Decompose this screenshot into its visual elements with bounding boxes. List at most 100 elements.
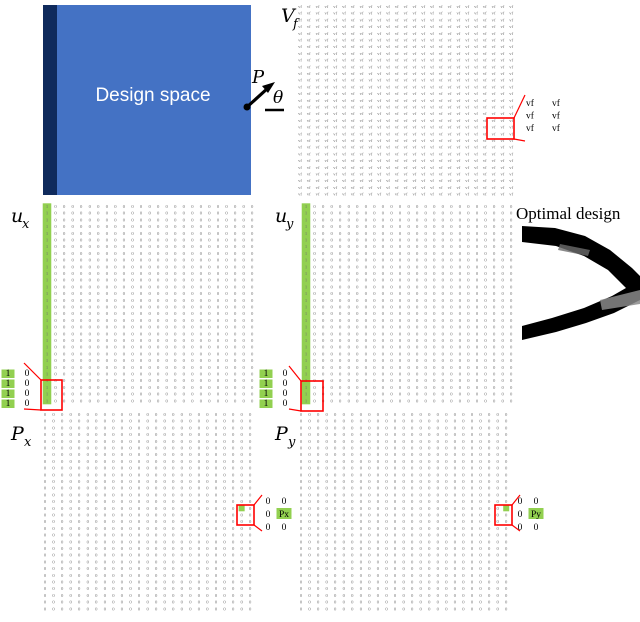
vf-grid-cell: vf	[430, 192, 434, 197]
vf-grid-cell: vf	[342, 51, 346, 56]
uy-grid-cell: 0	[348, 372, 351, 377]
py-grid-cell: 0	[308, 506, 311, 511]
px-grid-cell: 0	[44, 439, 47, 444]
ux-grid-cell: 0	[225, 204, 228, 209]
uy-grid-cell: 0	[502, 325, 505, 330]
px-grid-cell: 0	[155, 513, 158, 518]
px-grid-cell: 0	[172, 412, 175, 417]
py-grid-cell: 0	[479, 533, 482, 538]
optimal-gray-fringe-2	[558, 244, 590, 256]
py-grid-cell: 0	[394, 553, 397, 558]
vf-grid-cell: vf	[307, 11, 311, 16]
px-grid-cell: 0	[198, 452, 201, 457]
py-grid-cell: 0	[394, 419, 397, 424]
ux-grid-cell: 0	[183, 211, 186, 216]
ux-grid-cell: 1	[46, 392, 49, 397]
uy-grid-cell: 0	[390, 372, 393, 377]
px-grid-cell: 0	[146, 593, 149, 598]
uy-grid-cell: 0	[442, 318, 445, 323]
ux-grid-cell: 0	[251, 372, 254, 377]
py-grid-cell: 0	[317, 586, 320, 591]
uy-grid-cell: 0	[459, 251, 462, 256]
uy-grid-cell: 0	[356, 238, 359, 243]
vf-grid-cell: vf	[351, 111, 355, 116]
py-grid-cell: 0	[445, 539, 448, 544]
py-grid-cell: 0	[351, 419, 354, 424]
uy-grid-cell: 0	[313, 398, 316, 403]
ux-grid-cell: 0	[251, 251, 254, 256]
uy-grid-cell: 1	[305, 318, 308, 323]
py-grid-cell: 0	[326, 506, 329, 511]
px-grid-cell: 0	[129, 425, 132, 430]
py-grid-cell: 0	[385, 466, 388, 471]
uy-grid-cell: 0	[425, 238, 428, 243]
vf-grid-cell: vf	[307, 178, 311, 183]
py-grid-cell: 0	[462, 606, 465, 611]
ux-grid-cell: 0	[166, 231, 169, 236]
vf-grid-cell: vf	[483, 58, 487, 63]
vf-grid-cell: vf	[395, 125, 399, 130]
uy-grid-cell: 0	[390, 398, 393, 403]
py-grid-cell: 0	[351, 425, 354, 430]
ux-grid-cell: 0	[225, 278, 228, 283]
px-grid-cell: 0	[70, 479, 73, 484]
px-grid-cell: 0	[189, 466, 192, 471]
ux-grid-cell: 1	[46, 251, 49, 256]
uy-grid-cell: 0	[450, 331, 453, 336]
vf-grid-cell: vf	[430, 58, 434, 63]
px-grid-cell: 0	[129, 586, 132, 591]
px-grid-cell: 0	[155, 600, 158, 605]
vf-grid-cell: vf	[404, 98, 408, 103]
vf-grid-cell: vf	[351, 178, 355, 183]
vf-grid-cell: vf	[333, 38, 337, 43]
px-grid-cell: 0	[138, 580, 141, 585]
vf-grid-cell: vf	[342, 165, 346, 170]
vf-grid-cell: vf	[386, 71, 390, 76]
py-grid-cell: 0	[402, 432, 405, 437]
vf-grid-cell: vf	[456, 125, 460, 130]
uy-grid-cell: 0	[365, 392, 368, 397]
px-grid-cell: 0	[61, 499, 64, 504]
px-grid-cell: 0	[164, 419, 167, 424]
vf-grid-cell: vf	[360, 31, 364, 36]
ux-grid-cell: 0	[200, 284, 203, 289]
ux-grid-cell: 0	[208, 365, 211, 370]
ux-grid-cell: 0	[72, 318, 75, 323]
uy-grid-cell: 0	[322, 331, 325, 336]
uy-grid-cell: 0	[476, 398, 479, 403]
uy-grid-cell: 0	[484, 338, 487, 343]
uy-grid-cell: 1	[305, 385, 308, 390]
ux-grid-cell: 0	[140, 358, 143, 363]
vf-grid-cell: vf	[404, 24, 408, 29]
ux-grid-cell: 0	[63, 331, 66, 336]
px-grid-cell: 0	[146, 425, 149, 430]
py-grid-cell: 0	[394, 559, 397, 564]
px-grid-cell: 0	[87, 419, 90, 424]
py-grid-cell: 0	[317, 559, 320, 564]
py-grid-cell: 0	[445, 466, 448, 471]
vf-grid-cell: vf	[307, 145, 311, 150]
py-grid-cell: 0	[377, 566, 380, 571]
px-grid-cell: 0	[121, 506, 124, 511]
py-grid-cell: 0	[402, 479, 405, 484]
ux-grid-cell: 0	[72, 284, 75, 289]
ux-grid-cell: 0	[131, 311, 134, 316]
vf-grid-cell: vf	[368, 118, 372, 123]
px-grid-cell: 0	[181, 566, 184, 571]
vf-grid-cell: vf	[333, 118, 337, 123]
uy-grid-cell: 0	[348, 264, 351, 269]
uy-grid-cell: 1	[305, 224, 308, 229]
py-grid-cell: 0	[385, 513, 388, 518]
px-grid-cell: 0	[181, 506, 184, 511]
vf-grid-cell: vf	[395, 4, 399, 9]
vf-grid-cell: vf	[465, 51, 469, 56]
vf-grid-cell: vf	[316, 138, 320, 143]
py-grid-cell: 0	[497, 419, 500, 424]
ux-grid-cell: 0	[234, 238, 237, 243]
px-grid-cell: 0	[223, 486, 226, 491]
uy-grid-cell: 0	[502, 224, 505, 229]
ux-grid-cell: 0	[208, 298, 211, 303]
vf-grid-cell: vf	[465, 17, 469, 22]
px-grid-cell: 0	[241, 486, 244, 491]
uy-grid-cell: 0	[425, 217, 428, 222]
